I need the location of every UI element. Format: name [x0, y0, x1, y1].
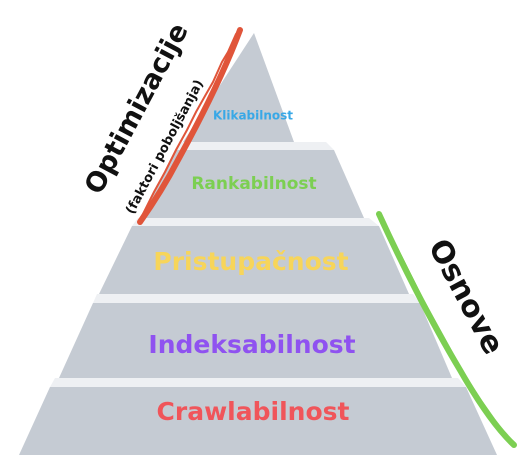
right-brush-stroke-texture: [382, 219, 511, 441]
tier-separator: [175, 142, 334, 150]
tier-separator: [50, 378, 466, 387]
right-brush-stroke: [376, 211, 517, 448]
tier-label-pristupacnost: Pristupačnost: [153, 247, 348, 276]
tier-separator: [93, 294, 420, 303]
left-brush-stroke-texture: [140, 33, 237, 219]
tier-label-indeksabilnost: Indeksabilnost: [148, 330, 355, 359]
tier-label-klikabilnost: Klikabilnost: [213, 109, 293, 123]
tier-rankabilnost: [141, 150, 364, 218]
tier-klikabilnost: [183, 33, 294, 142]
tier-separator: [132, 218, 379, 226]
tier-indeksabilnost: [59, 303, 452, 378]
tier-label-rankabilnost: Rankabilnost: [191, 174, 316, 194]
tier-crawlabilnost: [19, 387, 497, 455]
tier-pristupacnost: [99, 226, 409, 294]
tier-label-crawlabilnost: Crawlabilnost: [157, 397, 350, 426]
left-brush-stroke: [137, 27, 243, 225]
